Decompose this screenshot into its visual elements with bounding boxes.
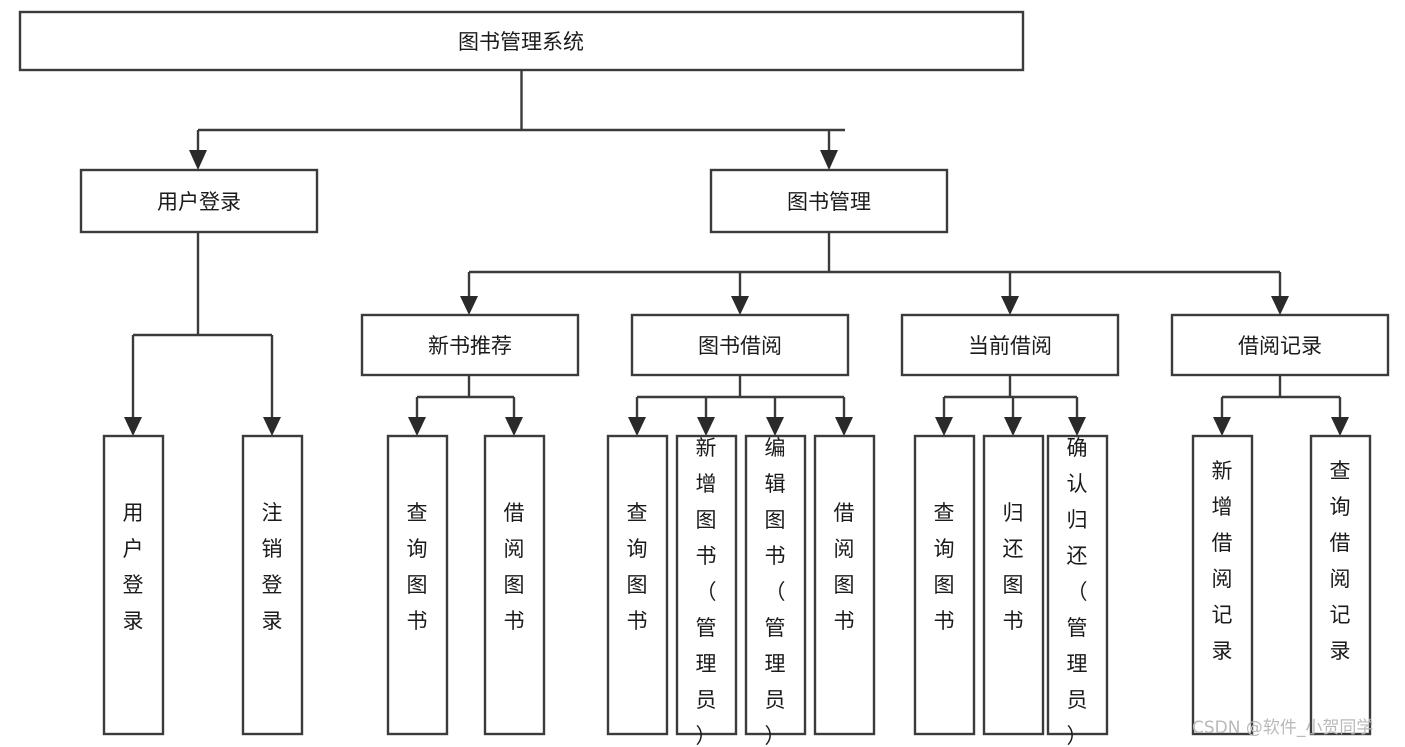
- arrowhead-icon: [505, 417, 523, 436]
- leaf-box[interactable]: [813, 434, 876, 736]
- leaf-current-borrow-0[interactable]: 查询图书: [913, 434, 976, 736]
- node-root[interactable]: 图书管理系统: [18, 10, 1025, 72]
- arrowhead-icon: [124, 417, 142, 436]
- node-book-borrow-label: 图书借阅: [698, 334, 782, 358]
- node-book-borrow[interactable]: 图书借阅: [630, 313, 850, 377]
- leaf-current-borrow-1[interactable]: 归还图书: [982, 434, 1045, 736]
- leaf-box[interactable]: [675, 434, 738, 736]
- arrowhead-icon: [1331, 417, 1349, 436]
- leaf-box[interactable]: [913, 434, 976, 736]
- node-new-book-recommend[interactable]: 新书推荐: [360, 313, 580, 377]
- leaf-label: 归还图书: [1003, 501, 1024, 633]
- arrowhead-layer: [124, 150, 1349, 436]
- node-borrow-record-box[interactable]: [1170, 313, 1390, 377]
- node-book-borrow-box[interactable]: [630, 313, 850, 377]
- leaf-label: 查询借阅记录: [1330, 459, 1351, 663]
- connector-layer: [131, 70, 1342, 417]
- node-current-borrow[interactable]: 当前借阅: [900, 313, 1120, 377]
- leaf-label: 注销登录: [262, 501, 283, 633]
- leaf-user-login-0[interactable]: 用户登录: [102, 434, 165, 736]
- node-new-book-recommend-label: 新书推荐: [428, 334, 512, 358]
- arrowhead-icon: [835, 417, 853, 436]
- leaf-label: 用户登录: [123, 501, 144, 633]
- node-user-login-box[interactable]: [79, 168, 319, 234]
- leaf-box[interactable]: [744, 434, 807, 736]
- node-user-login-label: 用户登录: [157, 190, 241, 214]
- leaf-box[interactable]: [386, 434, 449, 736]
- arrowhead-icon: [1068, 417, 1086, 436]
- leaf-book-borrow-2[interactable]: 编辑图书（管理员）: [744, 434, 807, 747]
- leaf-label: 查询图书: [934, 501, 955, 633]
- watermark-label: CSDN @软件_小贺同学: [1192, 718, 1373, 738]
- leaf-current-borrow-2[interactable]: 确认归还（管理员）: [1046, 434, 1109, 747]
- arrowhead-icon: [820, 150, 838, 170]
- arrowhead-icon: [1004, 417, 1022, 436]
- arrowhead-icon: [189, 150, 207, 170]
- leaf-box[interactable]: [102, 434, 165, 736]
- leaf-box[interactable]: [1191, 434, 1254, 736]
- leaf-box[interactable]: [241, 434, 304, 736]
- arrowhead-icon: [460, 296, 478, 315]
- node-new-book-recommend-box[interactable]: [360, 313, 580, 377]
- leaf-label: 新增借阅记录: [1212, 459, 1233, 663]
- leaf-box[interactable]: [1046, 434, 1109, 736]
- node-user-login[interactable]: 用户登录: [79, 168, 319, 234]
- arrowhead-icon: [263, 417, 281, 436]
- node-book-management-label: 图书管理: [787, 190, 871, 214]
- leaf-box[interactable]: [982, 434, 1045, 736]
- leaf-label: 新增图书（管理员）: [696, 436, 717, 747]
- leaf-borrow-record-0[interactable]: 新增借阅记录: [1191, 434, 1254, 736]
- leaf-book-borrow-0[interactable]: 查询图书: [606, 434, 669, 736]
- arrowhead-icon: [766, 417, 784, 436]
- leaf-label: 编辑图书（管理员）: [765, 436, 786, 747]
- node-book-management-box[interactable]: [709, 168, 949, 234]
- leaf-book-borrow-1[interactable]: 新增图书（管理员）: [675, 434, 738, 747]
- leaf-label: 确认归还（管理员）: [1067, 436, 1088, 747]
- arrowhead-icon: [408, 417, 426, 436]
- arrowhead-icon: [731, 296, 749, 315]
- leaf-new-book-recommend-0[interactable]: 查询图书: [386, 434, 449, 736]
- arrowhead-icon: [697, 417, 715, 436]
- leaf-box[interactable]: [483, 434, 546, 736]
- node-root-box[interactable]: [18, 10, 1025, 72]
- node-book-management[interactable]: 图书管理: [709, 168, 949, 234]
- arrowhead-icon: [1213, 417, 1231, 436]
- arrowhead-icon: [935, 417, 953, 436]
- arrowhead-icon: [1001, 296, 1019, 315]
- leaf-label: 借阅图书: [834, 501, 855, 633]
- node-root-label: 图书管理系统: [458, 30, 584, 54]
- arrowhead-icon: [1271, 296, 1289, 315]
- leaf-box[interactable]: [606, 434, 669, 736]
- leaf-label: 借阅图书: [504, 501, 525, 633]
- leaf-user-login-1[interactable]: 注销登录: [241, 434, 304, 736]
- leaf-label: 查询图书: [407, 501, 428, 633]
- leaf-borrow-record-1[interactable]: 查询借阅记录: [1309, 434, 1372, 736]
- leaf-new-book-recommend-1[interactable]: 借阅图书: [483, 434, 546, 736]
- arrowhead-icon: [628, 417, 646, 436]
- node-current-borrow-box[interactable]: [900, 313, 1120, 377]
- node-current-borrow-label: 当前借阅: [968, 334, 1052, 358]
- leaf-box[interactable]: [1309, 434, 1372, 736]
- leaf-label: 查询图书: [627, 501, 648, 633]
- leaf-book-borrow-3[interactable]: 借阅图书: [813, 434, 876, 736]
- node-borrow-record-label: 借阅记录: [1238, 334, 1322, 358]
- node-borrow-record[interactable]: 借阅记录: [1170, 313, 1390, 377]
